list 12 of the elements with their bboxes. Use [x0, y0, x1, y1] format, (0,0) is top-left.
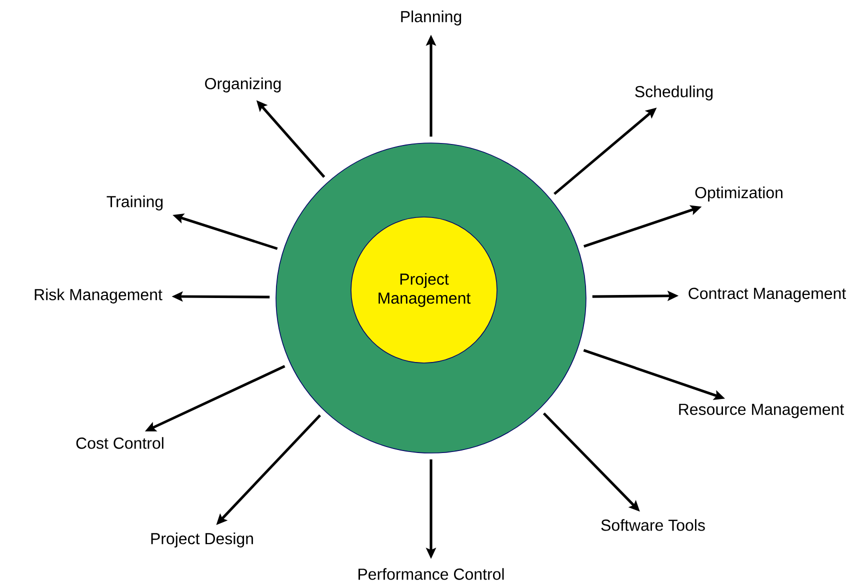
topic-label: Risk Management: [34, 288, 162, 304]
topic-label: Scheduling: [635, 86, 713, 100]
topic-label: Project Design: [151, 532, 253, 548]
topic-label: Contract Management: [688, 288, 846, 302]
topic-label: Software Tools: [601, 519, 705, 531]
topic-label: Cost Control: [76, 437, 164, 449]
topic-label: Planning: [401, 10, 462, 26]
topic-label: Performance Control: [358, 568, 504, 580]
topic-label: Organizing: [205, 78, 281, 92]
topic-label: Training: [106, 196, 163, 210]
topic-label: Optimization: [695, 186, 782, 202]
topic-label: Resource Management: [679, 404, 844, 418]
